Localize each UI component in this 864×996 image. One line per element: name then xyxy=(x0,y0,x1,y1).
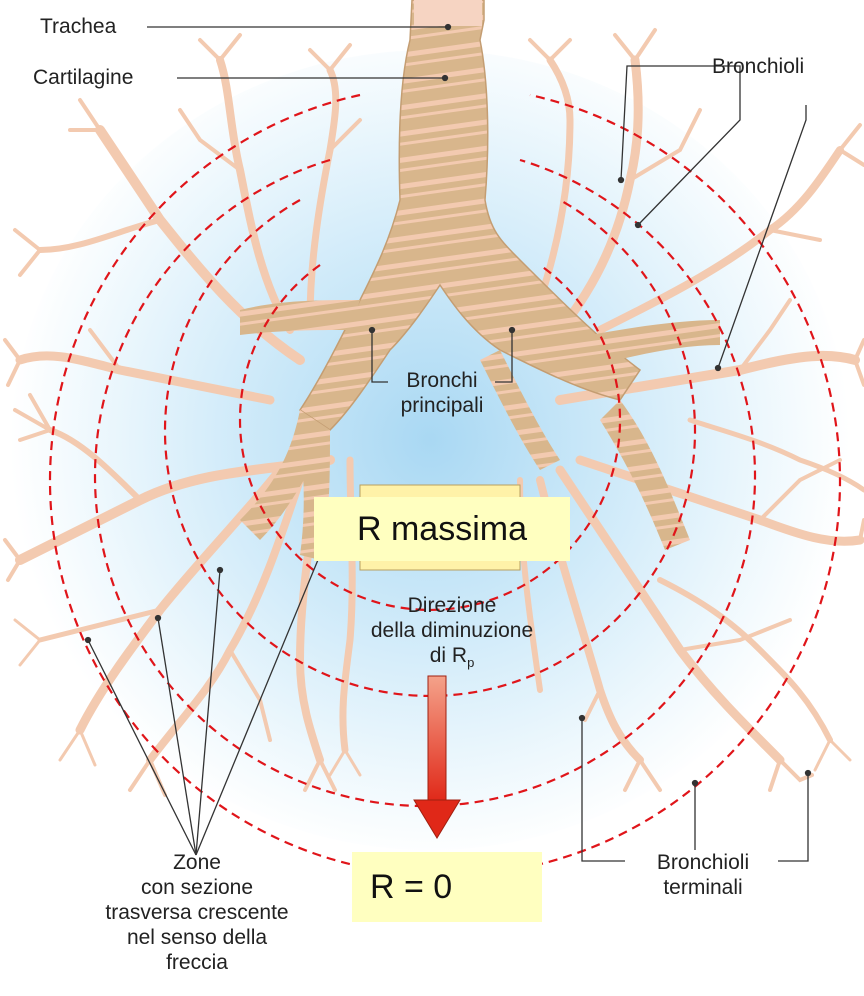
label-direction-line1: Direzione xyxy=(352,593,552,618)
label-terminal-line2: terminali xyxy=(628,875,778,900)
label-trachea: Trachea xyxy=(40,14,116,39)
label-zones-line1: Zone xyxy=(82,850,312,875)
label-zones-line4: nel senso della xyxy=(82,925,312,950)
label-zones-line3: trasversa crescente xyxy=(82,900,312,925)
label-direction-subscript: p xyxy=(467,655,474,670)
callout-r-massima: R massima xyxy=(314,497,570,561)
label-main-bronchi: Bronchi principali xyxy=(385,368,499,418)
label-terminal-line1: Bronchioli xyxy=(628,850,778,875)
label-main-bronchi-line1: Bronchi xyxy=(385,368,499,393)
callout-r-massima-text: R massima xyxy=(314,497,570,561)
label-direction-line3: di Rp xyxy=(352,643,552,675)
label-cartilage: Cartilagine xyxy=(33,65,133,90)
label-terminal-bronchioles: Bronchioli terminali xyxy=(628,850,778,900)
label-zones: Zone con sezione trasversa crescente nel… xyxy=(82,850,312,975)
label-direction-r: di R xyxy=(430,644,467,667)
callout-r-zero: R = 0 xyxy=(352,852,542,922)
label-zones-line5: freccia xyxy=(82,950,312,975)
label-bronchioles: Bronchioli xyxy=(712,54,804,79)
label-direction-line2: della diminuzione xyxy=(352,618,552,643)
label-zones-line2: con sezione xyxy=(82,875,312,900)
callout-r-zero-text: R = 0 xyxy=(352,852,542,922)
label-main-bronchi-line2: principali xyxy=(385,393,499,418)
label-direction: Direzione della diminuzione di Rp xyxy=(352,593,552,675)
